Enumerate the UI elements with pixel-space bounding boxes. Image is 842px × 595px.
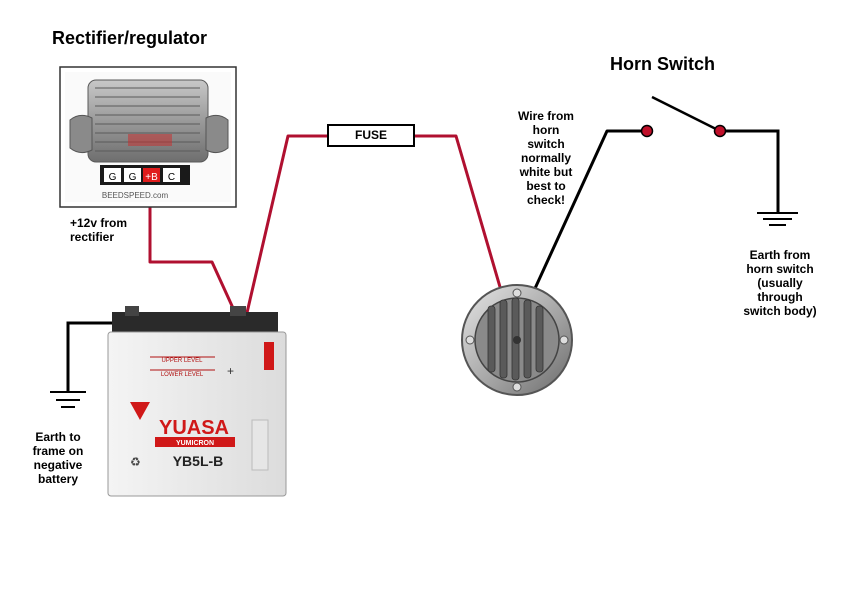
terminal-plus-b: +B — [145, 172, 158, 183]
note-line: horn — [532, 123, 560, 137]
note-line: horn switch — [746, 262, 814, 276]
terminal-g1: G — [109, 172, 117, 183]
rectifier-to-battery-wire — [148, 185, 245, 331]
note-line: normally — [520, 151, 571, 165]
terminal-g2: G — [129, 172, 137, 183]
battery-model: YB5L-B — [173, 453, 224, 469]
battery[interactable]: UPPER LEVEL LOWER LEVEL + YUASA YUMICRON… — [107, 306, 287, 497]
battery-to-fuse-wire — [241, 134, 328, 331]
note-line: (usually — [757, 276, 803, 290]
note-line: through — [757, 290, 803, 304]
horn[interactable] — [461, 284, 573, 396]
battery-brand: YUASA — [159, 417, 229, 439]
note-line: Earth from — [749, 248, 811, 262]
note-line: battery — [37, 472, 78, 486]
fuse-to-horn-wire — [414, 134, 502, 288]
earth-switch-note: Earth from horn switch (usually through … — [730, 248, 830, 318]
rectifier-output-note: +12v from rectifier — [70, 216, 127, 244]
note-line: best to — [526, 179, 566, 193]
horn-switch-title: Horn Switch — [610, 54, 716, 74]
wire-from-switch-note: Wire from horn switch normally white but… — [506, 109, 586, 207]
battery-subbrand: YUMICRON — [176, 440, 214, 447]
note-line: rectifier — [70, 230, 115, 244]
note-line: switch body) — [743, 304, 817, 318]
positive-wire — [148, 134, 502, 331]
horn-switch[interactable] — [640, 95, 727, 138]
switch-contact-right — [713, 124, 727, 138]
note-line: negative — [33, 458, 83, 472]
earth-battery-note: Earth to frame on negative battery — [20, 430, 96, 486]
rectifier-regulator[interactable]: G G +B C BEEDSPEED.com — [59, 66, 237, 208]
switch-lever — [651, 95, 721, 133]
note-line: switch — [527, 137, 565, 151]
rectifier-watermark: BEEDSPEED.com — [102, 191, 169, 200]
battery-plus-label: + — [227, 364, 234, 378]
fuse-body[interactable] — [327, 124, 415, 147]
lower-level-label: LOWER LEVEL — [161, 372, 204, 378]
switch-ground-symbol — [757, 212, 798, 226]
yuasa-logo-icon — [130, 402, 150, 420]
fuse-label: FUSE — [354, 128, 387, 142]
switch-contact-left — [640, 124, 654, 138]
switch-earth-wire — [720, 129, 780, 213]
battery-earth-wire — [66, 321, 125, 392]
horn-to-switch-wire — [530, 129, 646, 296]
note-line: Wire from — [518, 109, 574, 123]
note-line: check! — [526, 193, 566, 207]
note-line: Earth to — [35, 430, 81, 444]
note-line: frame on — [32, 444, 84, 458]
terminal-c: C — [168, 172, 175, 183]
rectifier-title: Rectifier/regulator — [52, 28, 208, 48]
recycle-icon: ♻ — [130, 455, 141, 469]
battery-ground-symbol — [50, 391, 86, 408]
note-line: white but — [519, 165, 573, 179]
note-line: +12v from — [70, 216, 128, 230]
upper-level-label: UPPER LEVEL — [161, 358, 203, 364]
